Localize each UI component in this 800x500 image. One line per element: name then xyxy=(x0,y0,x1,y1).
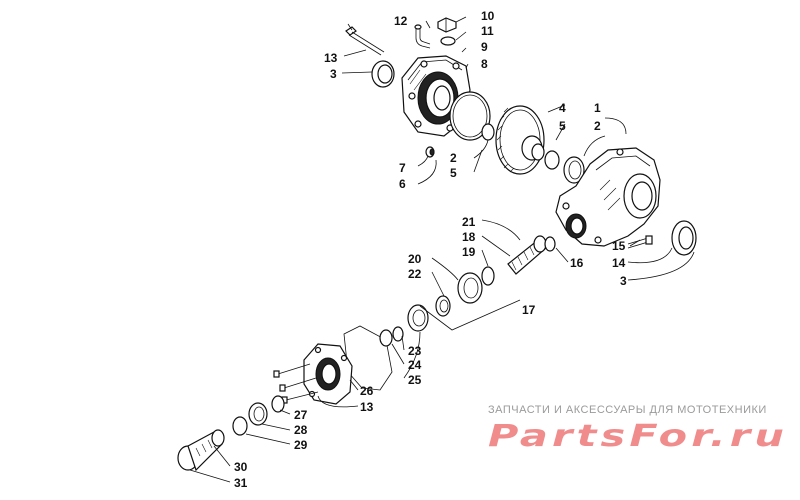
output-flange xyxy=(177,429,225,472)
callout-31: 31 xyxy=(234,476,248,490)
callout-25: 25 xyxy=(408,373,422,387)
pinion-shaft xyxy=(507,235,547,275)
cap-gasket xyxy=(440,36,456,46)
callout-10: 10 xyxy=(481,9,495,23)
bearing-20 xyxy=(457,272,483,304)
callout-16: 16 xyxy=(570,256,584,270)
end-cover-bottom xyxy=(303,343,353,405)
callout-7: 7 xyxy=(399,161,406,175)
pinion-bearing-small xyxy=(544,236,556,252)
breather-fitting xyxy=(414,24,431,49)
o-ring-large-inner xyxy=(452,94,488,138)
callout-26: 26 xyxy=(360,384,374,398)
callout-6: 6 xyxy=(399,177,406,191)
callout-15: 15 xyxy=(612,239,626,253)
bearing-right xyxy=(563,156,585,184)
callout-2: 2 xyxy=(594,119,601,133)
o-ring-large xyxy=(449,91,491,141)
callout-5: 5 xyxy=(559,119,566,133)
callout-13: 13 xyxy=(324,51,338,65)
callout-21: 21 xyxy=(462,215,476,229)
shim-left xyxy=(481,123,495,141)
gear-housing xyxy=(555,147,661,247)
callout-13b: 13 xyxy=(360,400,374,414)
spacer-23 xyxy=(379,326,404,347)
callout-9: 9 xyxy=(481,40,488,54)
callout-1: 1 xyxy=(594,101,601,115)
callout-12: 12 xyxy=(394,14,408,28)
callout-3: 3 xyxy=(330,67,337,81)
callout-17: 17 xyxy=(522,303,536,317)
ring-gear xyxy=(495,105,545,175)
callout-28: 28 xyxy=(294,423,308,437)
seal-ring-right xyxy=(671,220,697,256)
callout-27: 27 xyxy=(294,408,308,422)
bolts-lower xyxy=(273,363,319,404)
watermark-caption: ЗАПЧАСТИ И АКСЕССУАРЫ ДЛЯ МОТОТЕХНИКИ xyxy=(488,404,767,416)
seal-ring-top xyxy=(371,60,395,88)
callout-4: 4 xyxy=(559,101,566,115)
bearing-28 xyxy=(248,402,268,426)
callout-3b: 3 xyxy=(620,274,627,288)
callout-14: 14 xyxy=(612,256,626,270)
snap-ring-27 xyxy=(271,395,285,413)
bolt-right xyxy=(627,235,653,249)
callout-8: 8 xyxy=(481,57,488,71)
bolt-top xyxy=(345,26,385,56)
fill-cap xyxy=(437,17,457,33)
snap-ring-19 xyxy=(481,266,495,286)
watermark-logo-text: PartsFor.ru xyxy=(488,419,788,450)
callout-23: 23 xyxy=(408,344,422,358)
washer-mid xyxy=(544,150,560,170)
callout-30: 30 xyxy=(234,460,248,474)
ring-29 xyxy=(232,416,248,436)
seal-25 xyxy=(407,304,429,332)
callout-29: 29 xyxy=(294,438,308,452)
watermark-logo: PartsFor.ru xyxy=(488,419,788,450)
callout-5b: 5 xyxy=(450,166,457,180)
callout-18: 18 xyxy=(462,230,476,244)
callout-19: 19 xyxy=(462,245,476,259)
callout-22: 22 xyxy=(408,267,422,281)
drain-plug xyxy=(425,146,435,158)
callout-11: 11 xyxy=(481,24,494,38)
callout-20: 20 xyxy=(408,252,422,266)
callout-24: 24 xyxy=(408,358,422,372)
leader-lines xyxy=(189,16,695,483)
bearing-22 xyxy=(435,295,451,317)
callout-2b: 2 xyxy=(450,151,457,165)
